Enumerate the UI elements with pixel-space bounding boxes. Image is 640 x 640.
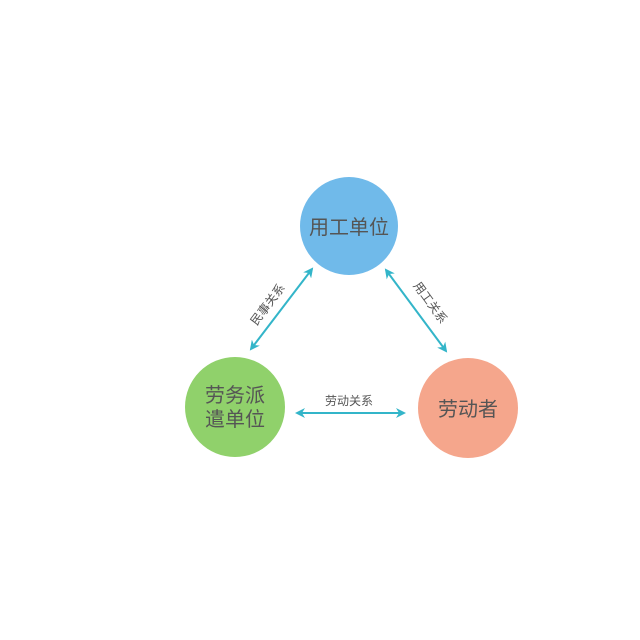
- bidirectional-arrow-icon: [249, 267, 314, 351]
- edge-label-employment: 用工关系: [410, 279, 450, 326]
- node-label-dispatcher-line1: 劳务派: [205, 383, 265, 407]
- edge-label-civil: 民事关系: [248, 281, 288, 328]
- edge-label-labor: 劳动关系: [325, 394, 373, 408]
- node-worker: 劳动者: [418, 358, 518, 458]
- node-circle: [418, 358, 518, 458]
- node-employer: 用工单位: [300, 177, 398, 275]
- node-dispatcher: 劳务派 遣单位: [185, 357, 285, 457]
- bidirectional-arrow-icon: [384, 268, 448, 353]
- edge-civil-relation: 民事关系: [248, 267, 314, 351]
- node-label-worker: 劳动者: [438, 397, 498, 421]
- edge-employment-relation: 用工关系: [384, 268, 450, 353]
- node-circle: [300, 177, 398, 275]
- node-label-employer: 用工单位: [309, 215, 389, 239]
- edge-labor-relation: 劳动关系: [295, 394, 406, 418]
- node-circle: [185, 357, 285, 457]
- node-label-dispatcher-line2: 遣单位: [205, 407, 265, 431]
